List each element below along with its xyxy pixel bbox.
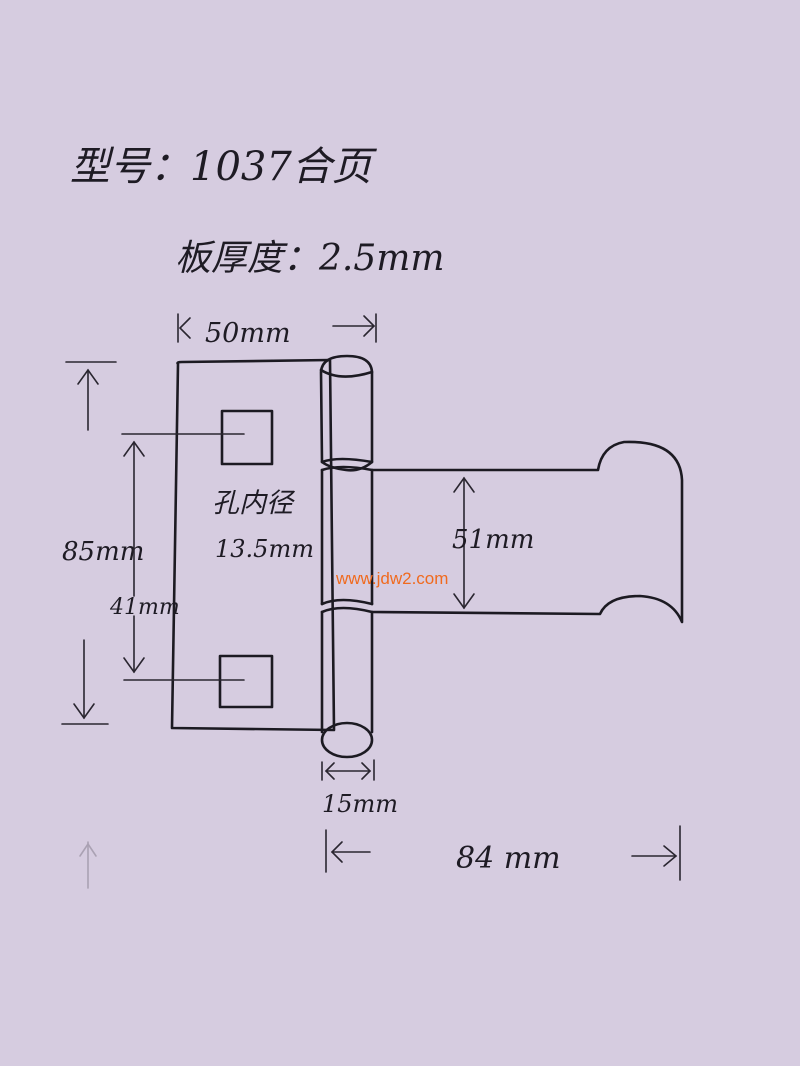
dim-leaf-height: 51mm [452, 476, 534, 610]
dim-width-top-label: 50mm [205, 318, 291, 349]
dim-height-left-label: 85mm [62, 537, 144, 567]
watermark-text: www.jdw2.com [335, 569, 448, 588]
faint-pencil-mark [79, 841, 97, 889]
hole-diameter-label: 13.5mm [215, 535, 314, 563]
dim-leaf-height-label: 51mm [452, 525, 534, 555]
dim-knuckle-width-label: 15mm [322, 790, 398, 818]
hinge-knuckle [319, 354, 374, 759]
hole-label: 孔内径 [212, 488, 296, 519]
hole-bottom [218, 654, 274, 709]
dim-hole-spacing-label: 41mm [109, 595, 180, 620]
dim-total-width-label: 84 mm [456, 841, 561, 876]
dim-height-left: 85mm [61, 361, 144, 725]
hinge-leaf-right [370, 440, 684, 624]
dim-width-top: 50mm [177, 313, 377, 349]
hole-top [220, 409, 274, 466]
model-label: 型号：1037合页 [70, 144, 378, 190]
dim-knuckle-width: 15mm [321, 759, 398, 818]
dim-hole-spacing: 41mm [109, 433, 245, 681]
thickness-label: 板厚度：2.5mm [175, 238, 445, 279]
dim-total-width: 84 mm [325, 825, 681, 881]
hinge-leaf-left [170, 358, 336, 732]
